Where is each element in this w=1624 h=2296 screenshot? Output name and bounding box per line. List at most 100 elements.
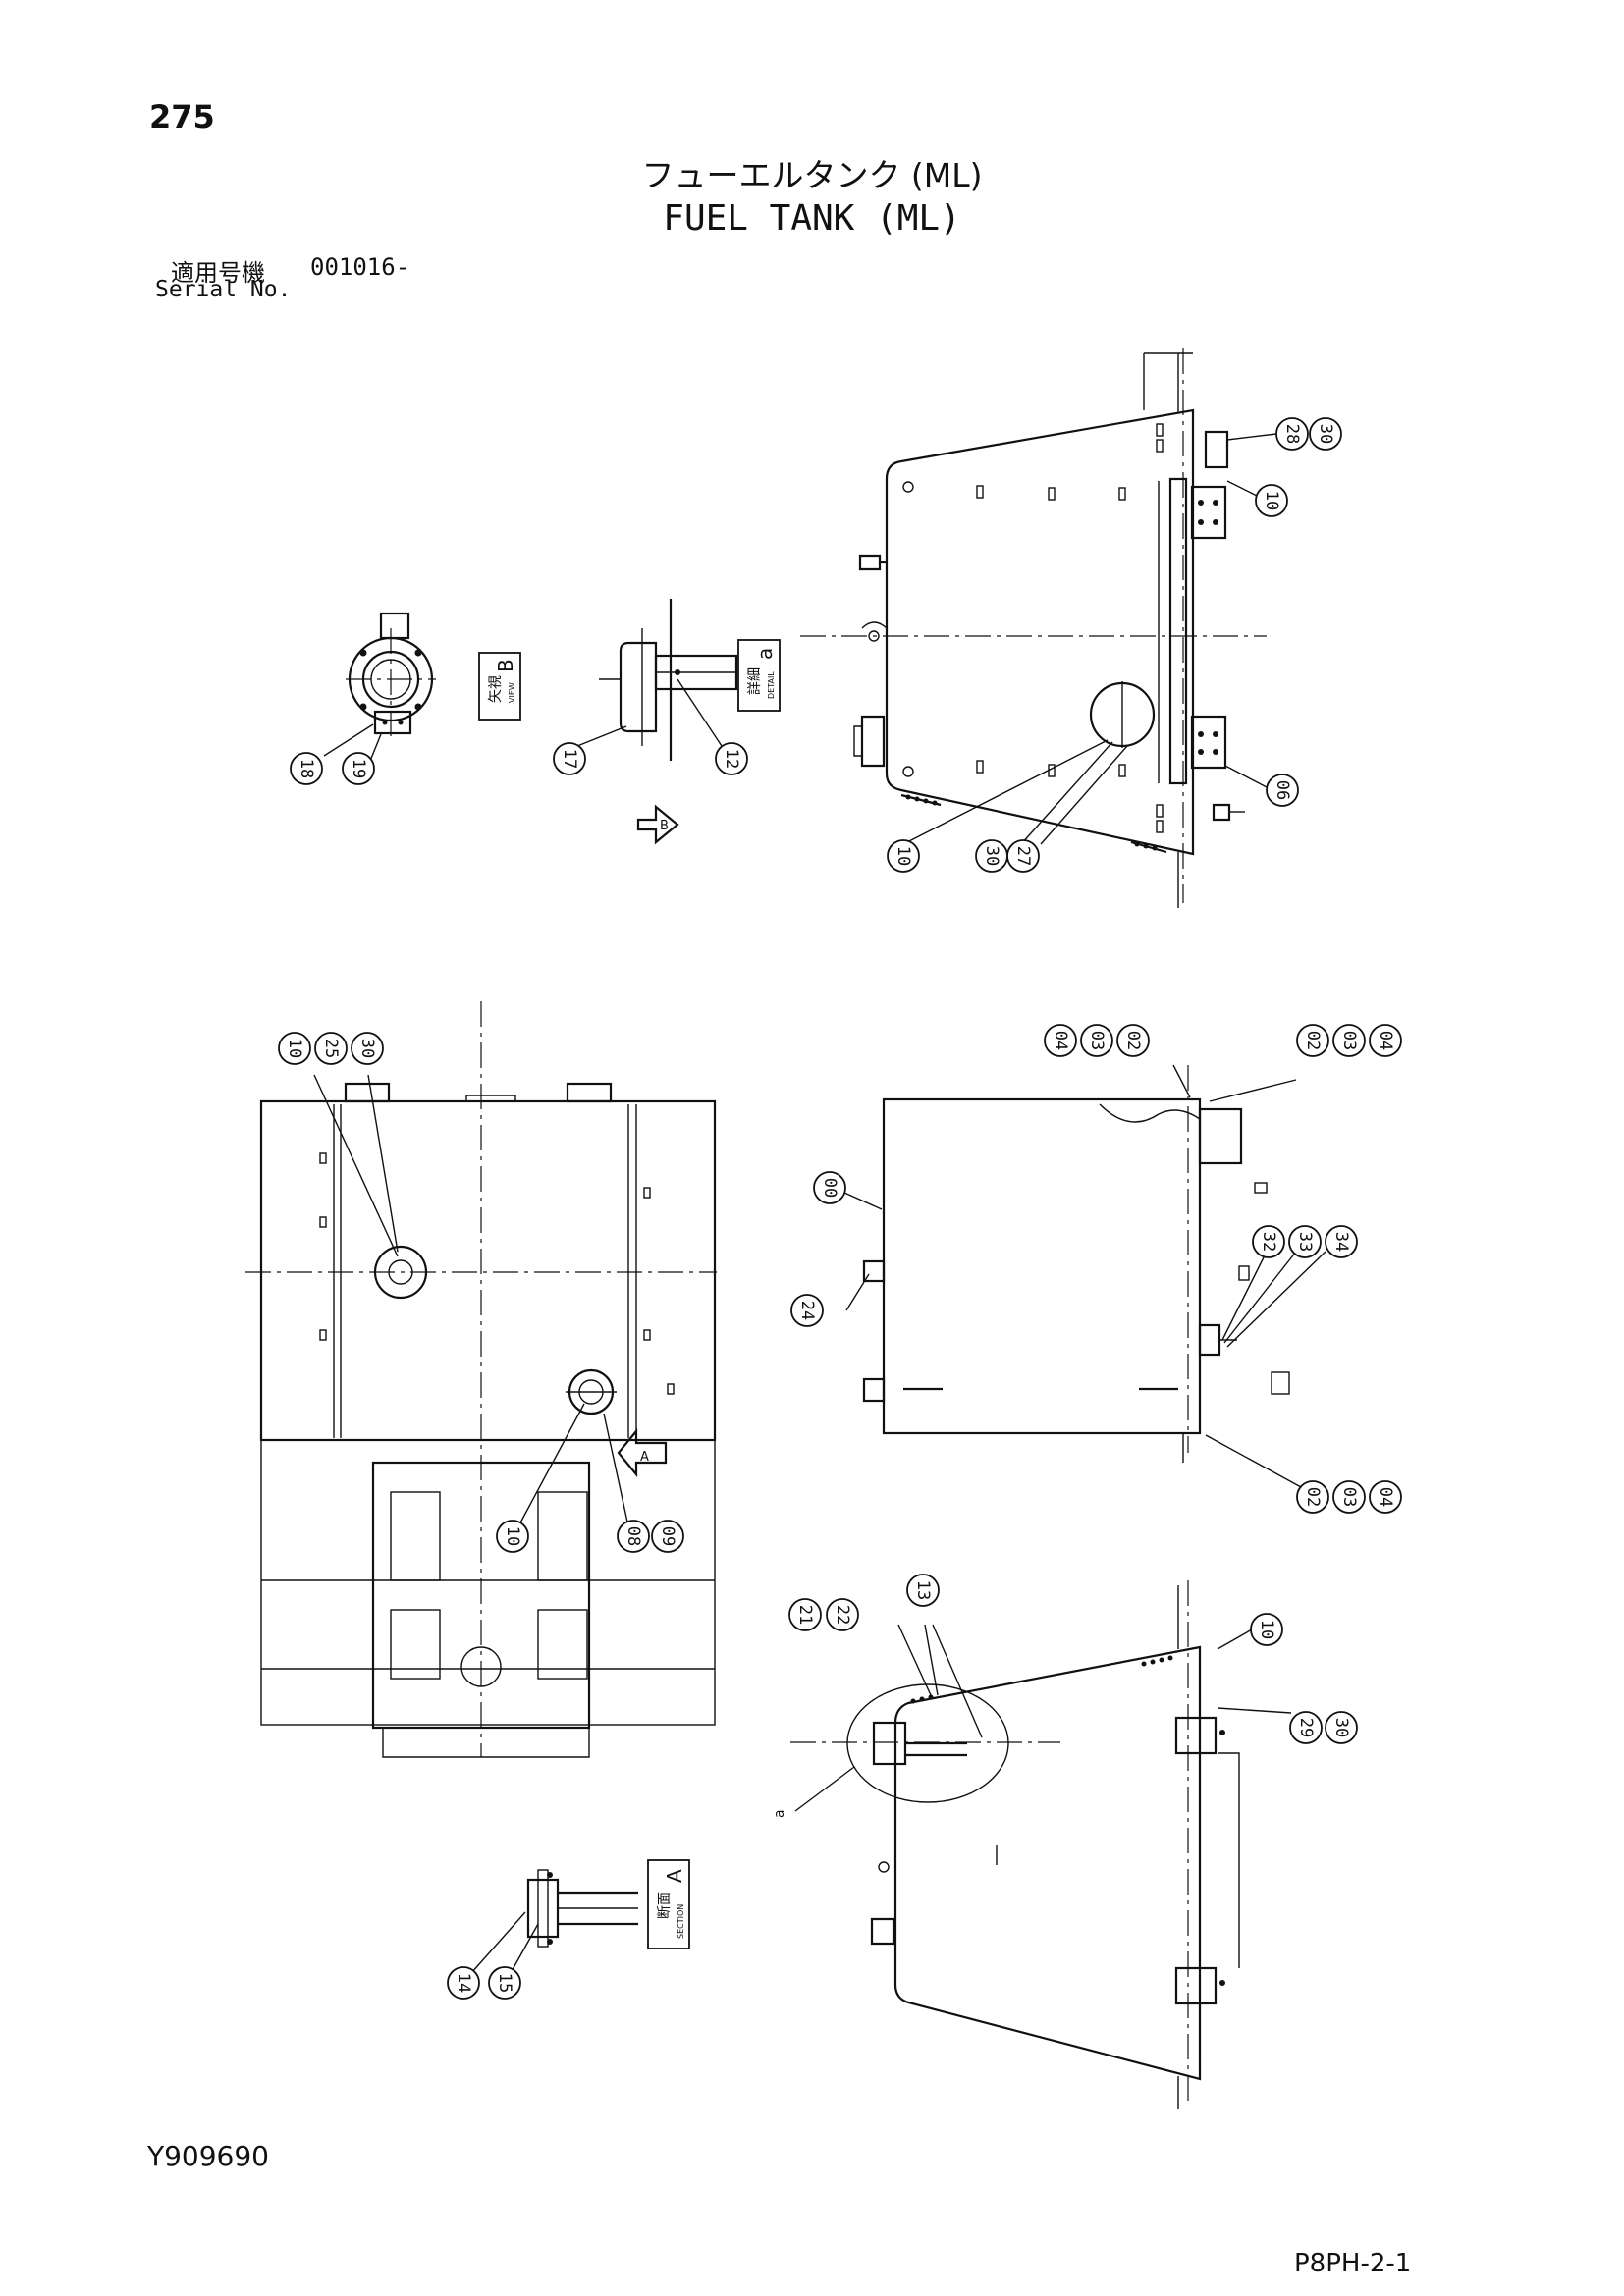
callout-number: 25: [321, 1039, 341, 1058]
callout-balloon: [1332, 1480, 1366, 1514]
part-callout: 22: [826, 1598, 859, 1631]
tag-view-b-jp: 矢視: [488, 675, 504, 703]
part-callout: 29: [1289, 1711, 1323, 1744]
part-callout: 30: [1325, 1711, 1358, 1744]
callout-number: 03: [1087, 1031, 1107, 1050]
view-arrow-a-letter: A: [640, 1450, 649, 1465]
tag-view-b-letter: B: [494, 659, 517, 672]
part-callout: 14: [447, 1966, 480, 2000]
callout-number: 33: [1295, 1232, 1315, 1252]
callout-number: 02: [1123, 1031, 1143, 1050]
view-b-flange-detail: [323, 612, 436, 767]
part-callout: 10: [1255, 484, 1288, 517]
section-a-detail: [470, 1869, 638, 1974]
callout-number: 24: [797, 1301, 817, 1320]
view-arrow-b: B: [636, 804, 679, 845]
callout-balloon: [1288, 1225, 1322, 1258]
tag-section-a-en: SECTION: [677, 1904, 685, 1939]
callout-balloon: [1289, 1711, 1323, 1744]
callout-balloon: [1116, 1024, 1150, 1057]
tank-side-view-top: [800, 348, 1277, 908]
callout-balloon: [351, 1032, 384, 1065]
part-callout: 10: [278, 1032, 311, 1065]
callout-balloon: [906, 1574, 940, 1607]
callout-balloon: [1369, 1024, 1402, 1057]
callout-number: 30: [982, 846, 1001, 866]
callout-balloon: [1266, 774, 1299, 807]
callout-number: 13: [913, 1580, 933, 1600]
part-callout: 06: [1266, 774, 1299, 807]
callout-balloon: [278, 1032, 311, 1065]
page-code: P8PH-2-1: [1294, 2249, 1412, 2278]
callout-balloon: [887, 839, 920, 873]
detail-arrow-letter: a: [772, 1809, 787, 1818]
callout-balloon: [290, 752, 323, 785]
part-callout: 32: [1252, 1225, 1285, 1258]
title-english: FUEL TANK (ML): [663, 198, 961, 239]
callout-number: 03: [1339, 1487, 1359, 1507]
callout-balloon: [1296, 1480, 1329, 1514]
callout-balloon: [1255, 484, 1288, 517]
view-arrow-b-label: B: [660, 819, 669, 833]
callout-number: 10: [503, 1526, 522, 1546]
detail-arrow-a-label: a: [772, 1809, 787, 1818]
callout-balloon: [1250, 1613, 1283, 1646]
callout-number: 30: [357, 1039, 377, 1058]
tank-plan-view: [245, 1001, 717, 1758]
title-japanese: フューエルタンク (ML): [641, 156, 983, 194]
part-callout: 17: [553, 742, 586, 775]
callout-number: 04: [1376, 1031, 1395, 1050]
part-callout: 34: [1325, 1225, 1358, 1258]
callout-balloon: [342, 752, 375, 785]
callout-balloon: [790, 1294, 824, 1327]
part-callout: 33: [1288, 1225, 1322, 1258]
detail-a-breather: [576, 599, 738, 761]
part-callout: 03: [1332, 1024, 1366, 1057]
part-callout: 27: [1006, 839, 1040, 873]
part-callout: 24: [790, 1294, 824, 1327]
part-callout: 18: [290, 752, 323, 785]
part-callout: 00: [813, 1171, 846, 1204]
part-callout: 13: [906, 1574, 940, 1607]
callout-balloon: [651, 1520, 684, 1553]
callout-balloon: [496, 1520, 529, 1553]
callout-number: 15: [495, 1973, 514, 1993]
callout-balloon: [553, 742, 586, 775]
callout-balloon: [975, 839, 1008, 873]
callout-number: 29: [1296, 1718, 1316, 1737]
tag-detail-a-letter: a: [753, 648, 777, 660]
part-callout: 30: [351, 1032, 384, 1065]
callout-number: 30: [1331, 1718, 1351, 1737]
serial-label-japanese: 適用号機: [171, 259, 265, 287]
part-callout: 30: [975, 839, 1008, 873]
callout-balloon: [1296, 1024, 1329, 1057]
part-callout: 28: [1275, 417, 1309, 451]
callout-balloon: [1325, 1225, 1358, 1258]
part-callout: 02: [1116, 1024, 1150, 1057]
callout-number: 10: [1257, 1620, 1276, 1639]
part-callout: 09: [651, 1520, 684, 1553]
callout-balloon: [715, 742, 748, 775]
part-callout: 04: [1044, 1024, 1077, 1057]
callout-balloon: [1080, 1024, 1113, 1057]
callout-balloon: [1325, 1711, 1358, 1744]
part-callout: 30: [1309, 417, 1342, 451]
part-callout: 02: [1296, 1480, 1329, 1514]
part-callout: 19: [342, 752, 375, 785]
callout-number: 02: [1303, 1487, 1323, 1507]
part-callout: 25: [314, 1032, 348, 1065]
part-callout: 02: [1296, 1024, 1329, 1057]
callout-number: 14: [454, 1973, 473, 1993]
callout-number: 08: [623, 1526, 643, 1546]
callout-number: 28: [1282, 424, 1302, 444]
drawing-number: Y909690: [147, 2140, 269, 2172]
part-callout: 03: [1080, 1024, 1113, 1057]
callout-number: 32: [1259, 1232, 1278, 1252]
callout-balloon: [617, 1520, 650, 1553]
tag-section-a-letter: A: [663, 1869, 686, 1883]
serial-label-english: Serial No.: [155, 277, 292, 302]
callout-balloon: [447, 1966, 480, 2000]
callout-number: 03: [1339, 1031, 1359, 1050]
